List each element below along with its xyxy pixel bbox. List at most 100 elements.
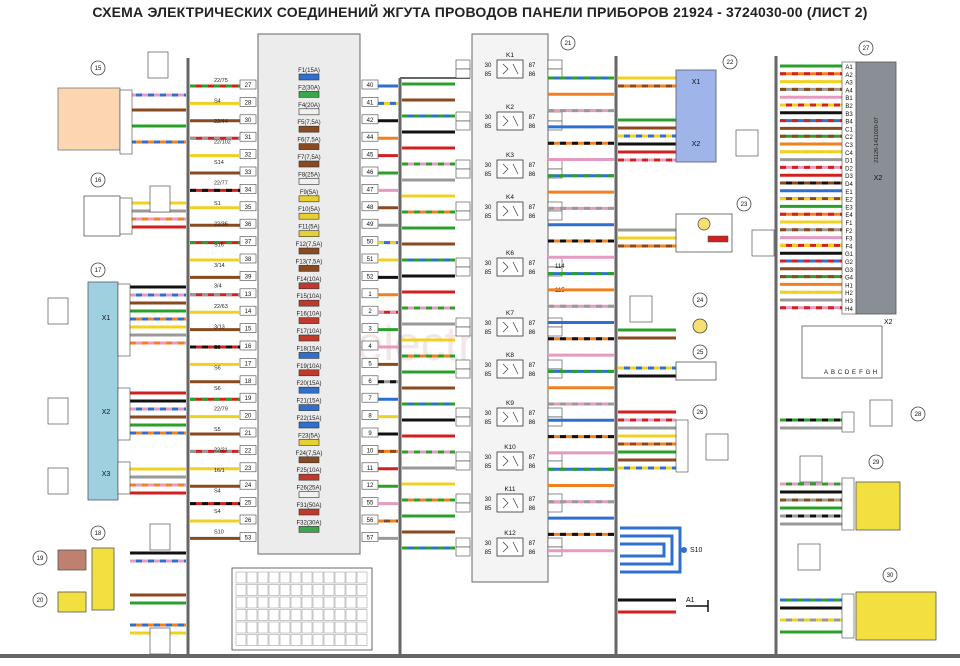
connector-28-pin: A3 bbox=[845, 81, 853, 87]
relay-pin: 87 bbox=[529, 321, 536, 327]
wire-label: S14 bbox=[214, 160, 224, 166]
connector-sketch bbox=[147, 51, 169, 79]
connector-28-pin: G3 bbox=[845, 268, 854, 274]
connector-16 bbox=[119, 197, 133, 235]
relay-pin: 86 bbox=[529, 172, 536, 178]
relay-label: K9 bbox=[506, 400, 514, 407]
wire-label: S16 bbox=[214, 242, 224, 248]
component-23-x1: X1 bbox=[692, 79, 701, 86]
fuse-pin-num: 56 bbox=[367, 518, 374, 524]
pinout-cell bbox=[323, 609, 335, 621]
relay-conn-pin bbox=[455, 546, 471, 557]
relay-symbol bbox=[502, 205, 519, 217]
fuse-label: F7(7,5A) bbox=[297, 155, 320, 161]
relay-conn-pin bbox=[547, 210, 563, 221]
lamp-icon bbox=[692, 318, 708, 334]
connector-17-x3 bbox=[117, 461, 131, 495]
relay-conn-pin bbox=[455, 359, 471, 370]
relay-conn-pin bbox=[547, 168, 563, 179]
connector-sketch bbox=[797, 543, 821, 571]
pinout-cell bbox=[235, 571, 247, 584]
connector-28-pin: C1 bbox=[845, 127, 853, 133]
relay-conn-pin bbox=[547, 111, 563, 122]
fuse-f19 bbox=[298, 369, 320, 377]
component-number-circle bbox=[868, 454, 884, 470]
relay-pin: 85 bbox=[485, 72, 492, 78]
connector-28-pin: F3 bbox=[845, 237, 853, 243]
fuse-pin-num: 4 bbox=[368, 344, 372, 350]
fuse-pin-num: 8 bbox=[368, 414, 372, 420]
fuse-f2 bbox=[298, 91, 320, 98]
relay-conn-pin bbox=[547, 368, 563, 379]
fuse-label: F10(5A) bbox=[298, 207, 320, 213]
fuse-pin-num: 33 bbox=[245, 170, 252, 176]
component-number-circle bbox=[560, 35, 576, 51]
component-number: 29 bbox=[873, 460, 880, 466]
component-31 bbox=[855, 591, 937, 641]
relay-pin: 85 bbox=[485, 330, 492, 336]
component-number-circle bbox=[910, 406, 926, 422]
relay-conn-pin bbox=[455, 59, 471, 70]
connector-28-pin: A1 bbox=[845, 65, 853, 71]
relay-symbol bbox=[502, 115, 519, 127]
pinout-cell bbox=[312, 596, 324, 609]
relay-conn-pin bbox=[547, 59, 563, 70]
connector-sketch bbox=[149, 185, 171, 213]
relay-conn-pin bbox=[455, 451, 471, 462]
fuse-pin-num: 46 bbox=[367, 170, 374, 176]
fuse-pin-num: 11 bbox=[367, 466, 374, 472]
connector-28-pin: B4 bbox=[845, 120, 853, 126]
relay-conn-pin bbox=[547, 537, 563, 548]
relay-pin: 85 bbox=[485, 550, 492, 556]
relay-k2 bbox=[496, 111, 524, 131]
fuse-f5 bbox=[298, 125, 320, 133]
connector-28-pin: D4 bbox=[845, 182, 853, 188]
pinout-cell bbox=[268, 596, 280, 609]
fuse-f14 bbox=[298, 282, 320, 290]
relay-pin: 87 bbox=[529, 63, 536, 69]
fuse-pin-num: 16 bbox=[245, 344, 252, 350]
wire-label: 22/102 bbox=[214, 140, 231, 146]
pinout-cell bbox=[268, 609, 280, 621]
pinout-cell bbox=[235, 634, 247, 646]
component-number: 24 bbox=[697, 298, 704, 304]
fuse-f7 bbox=[298, 160, 320, 168]
fuse-label: F12(7,5A) bbox=[296, 242, 323, 248]
wire-label: 22/77 bbox=[214, 181, 228, 187]
fuse-f16 bbox=[298, 317, 320, 324]
connector-28-pin: F1 bbox=[845, 221, 853, 227]
wire-label: S6 bbox=[214, 365, 221, 371]
component-number: 17 bbox=[95, 268, 102, 274]
fuse-pin-num: 15 bbox=[245, 327, 252, 333]
relay-conn-pin bbox=[547, 359, 563, 370]
pinout-cell bbox=[345, 596, 357, 609]
pinout-cell bbox=[301, 634, 313, 646]
connector-28-pin: D2 bbox=[845, 166, 853, 172]
fuse-label: F2(30A) bbox=[298, 85, 320, 91]
fuse-pin-num: 22 bbox=[245, 448, 252, 454]
relay-pin: 87 bbox=[529, 541, 536, 547]
fuse-label: F1(15A) bbox=[298, 68, 320, 74]
relay-k6 bbox=[496, 257, 524, 277]
connector-x2-mini-letter: D bbox=[845, 370, 850, 376]
connector-27 bbox=[675, 419, 689, 473]
pinout-cell bbox=[268, 634, 280, 646]
component-number-circle bbox=[858, 40, 874, 56]
pinout-cell bbox=[334, 584, 346, 596]
components: 15161718192021222324252627282930X1X2X3X1… bbox=[32, 35, 937, 655]
pinout-cell bbox=[356, 571, 368, 584]
fuse-f11 bbox=[298, 230, 320, 237]
fuse-label: F6(7,5A) bbox=[297, 138, 320, 144]
connector-x2-mini-letter: C bbox=[838, 370, 843, 376]
connector-x2-mini-letter: A bbox=[824, 370, 828, 376]
component-23 bbox=[675, 69, 717, 163]
fuse-f9 bbox=[298, 195, 320, 203]
wire-label: S4 bbox=[214, 489, 221, 495]
fuse-pin-num: 40 bbox=[367, 83, 374, 89]
connector-sketch bbox=[629, 295, 653, 323]
pinout-cell bbox=[334, 634, 346, 646]
wire-label: 22/36 bbox=[214, 222, 228, 228]
relay-k12 bbox=[496, 537, 524, 557]
relay-conn-pin bbox=[547, 326, 563, 337]
component-number: 30 bbox=[887, 573, 894, 579]
